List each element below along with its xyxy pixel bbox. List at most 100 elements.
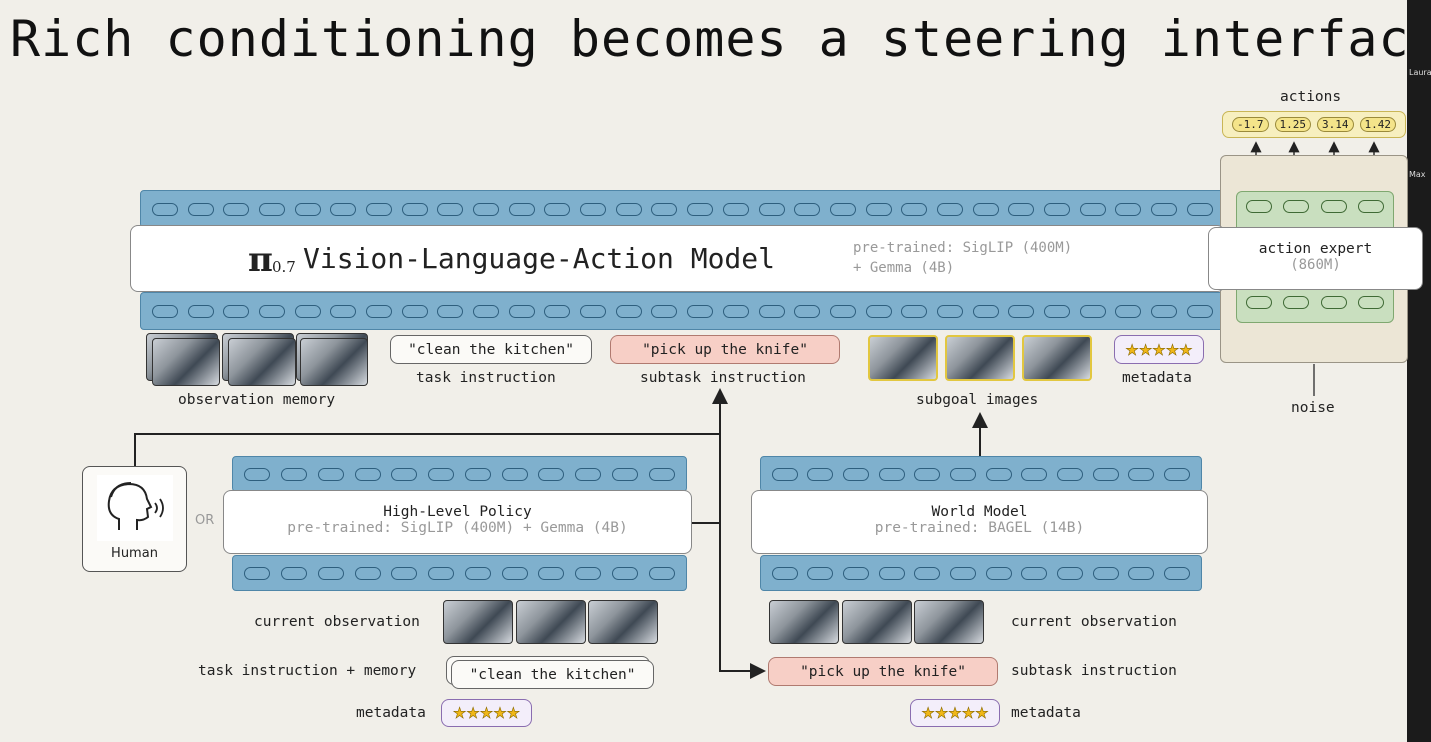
vla-model-box: π 0.7 Vision-Language-Action Model pre-t… bbox=[130, 225, 1225, 292]
token bbox=[437, 304, 464, 318]
actions-label: actions bbox=[1280, 89, 1342, 105]
token bbox=[901, 304, 928, 318]
token bbox=[294, 202, 321, 216]
token bbox=[354, 566, 381, 580]
token bbox=[1079, 304, 1106, 318]
task-memory-text: "clean the kitchen" bbox=[451, 660, 654, 689]
token bbox=[878, 467, 905, 481]
metadata-stars: ★★★★★ bbox=[1114, 335, 1204, 364]
token bbox=[1092, 467, 1119, 481]
token bbox=[611, 467, 638, 481]
task-instruction-text: "clean the kitchen" bbox=[390, 335, 592, 364]
token bbox=[1358, 200, 1385, 213]
token bbox=[1164, 467, 1191, 481]
token bbox=[317, 467, 344, 481]
subgoal-images-label: subgoal images bbox=[916, 392, 1039, 408]
token bbox=[1151, 304, 1178, 318]
token bbox=[914, 566, 941, 580]
current-observation-image bbox=[516, 600, 586, 644]
noise-label: noise bbox=[1291, 400, 1335, 416]
token bbox=[354, 467, 381, 481]
wm-observation-image bbox=[914, 600, 984, 644]
token bbox=[865, 304, 892, 318]
wm-metadata-stars: ★★★★★ bbox=[910, 699, 1000, 727]
vla-model-name: Vision-Language-Action Model bbox=[303, 242, 776, 275]
token bbox=[317, 566, 344, 580]
token bbox=[615, 304, 642, 318]
token bbox=[391, 467, 418, 481]
token bbox=[258, 304, 285, 318]
token bbox=[244, 566, 271, 580]
token bbox=[1245, 296, 1272, 309]
task-instruction-memory-label: task instruction + memory bbox=[198, 663, 417, 679]
token bbox=[223, 304, 250, 318]
token bbox=[365, 202, 392, 216]
token bbox=[575, 467, 602, 481]
token bbox=[464, 566, 491, 580]
token bbox=[901, 202, 928, 216]
token bbox=[950, 467, 977, 481]
token bbox=[807, 467, 834, 481]
world-model-sub: pre-trained: BAGEL (14B) bbox=[874, 520, 1085, 536]
token bbox=[151, 202, 178, 216]
token bbox=[1128, 467, 1155, 481]
current-observation-image bbox=[443, 600, 513, 644]
vla-pretrained-line1: pre-trained: SigLIP (400M) bbox=[853, 240, 1073, 256]
token bbox=[1320, 200, 1347, 213]
wm-subtask-label: subtask instruction bbox=[1011, 663, 1177, 679]
token bbox=[1128, 566, 1155, 580]
observation-memory-label: observation memory bbox=[178, 392, 336, 408]
action-value: 1.42 bbox=[1359, 117, 1396, 132]
token bbox=[758, 202, 785, 216]
human-box: Human bbox=[82, 466, 187, 572]
token bbox=[365, 304, 392, 318]
token bbox=[1245, 200, 1272, 213]
token bbox=[1044, 304, 1071, 318]
token bbox=[1320, 296, 1347, 309]
token bbox=[330, 304, 357, 318]
token bbox=[473, 304, 500, 318]
token bbox=[1021, 467, 1048, 481]
token bbox=[281, 566, 308, 580]
token bbox=[401, 202, 428, 216]
token bbox=[722, 304, 749, 318]
actions-output: -1.7 1.25 3.14 1.42 bbox=[1222, 111, 1406, 138]
token bbox=[1008, 202, 1035, 216]
action-expert-size: (860M) bbox=[1290, 257, 1341, 273]
wm-token-band-top bbox=[760, 456, 1202, 492]
action-value: 1.25 bbox=[1274, 117, 1311, 132]
action-expert-box: action expert (860M) bbox=[1208, 227, 1423, 290]
action-expert-token-row-bottom bbox=[1240, 296, 1390, 316]
token bbox=[258, 202, 285, 216]
or-label: OR bbox=[195, 513, 215, 528]
token bbox=[829, 202, 856, 216]
action-value: -1.7 bbox=[1232, 117, 1269, 132]
token bbox=[151, 304, 178, 318]
subgoal-image bbox=[868, 335, 938, 381]
token bbox=[1283, 296, 1310, 309]
token bbox=[1079, 202, 1106, 216]
participant-sidebar: Laura Max bbox=[1407, 0, 1431, 742]
hlp-token-band-top bbox=[232, 456, 687, 492]
token bbox=[1186, 304, 1213, 318]
metadata-label: metadata bbox=[1122, 370, 1192, 386]
token bbox=[401, 304, 428, 318]
token bbox=[538, 566, 565, 580]
token bbox=[391, 566, 418, 580]
token bbox=[508, 202, 535, 216]
token bbox=[473, 202, 500, 216]
subtask-instruction-text: "pick up the knife" bbox=[610, 335, 840, 364]
wm-current-observation-label: current observation bbox=[1011, 614, 1177, 630]
token bbox=[428, 566, 455, 580]
token bbox=[1044, 202, 1071, 216]
token bbox=[1115, 202, 1142, 216]
token bbox=[428, 467, 455, 481]
hlp-token-band-bottom bbox=[232, 555, 687, 591]
wm-observation-image bbox=[842, 600, 912, 644]
token bbox=[330, 202, 357, 216]
task-instruction-label: task instruction bbox=[416, 370, 556, 386]
token bbox=[914, 467, 941, 481]
token bbox=[878, 566, 905, 580]
token bbox=[1057, 467, 1084, 481]
vla-token-band-bottom bbox=[140, 292, 1225, 330]
